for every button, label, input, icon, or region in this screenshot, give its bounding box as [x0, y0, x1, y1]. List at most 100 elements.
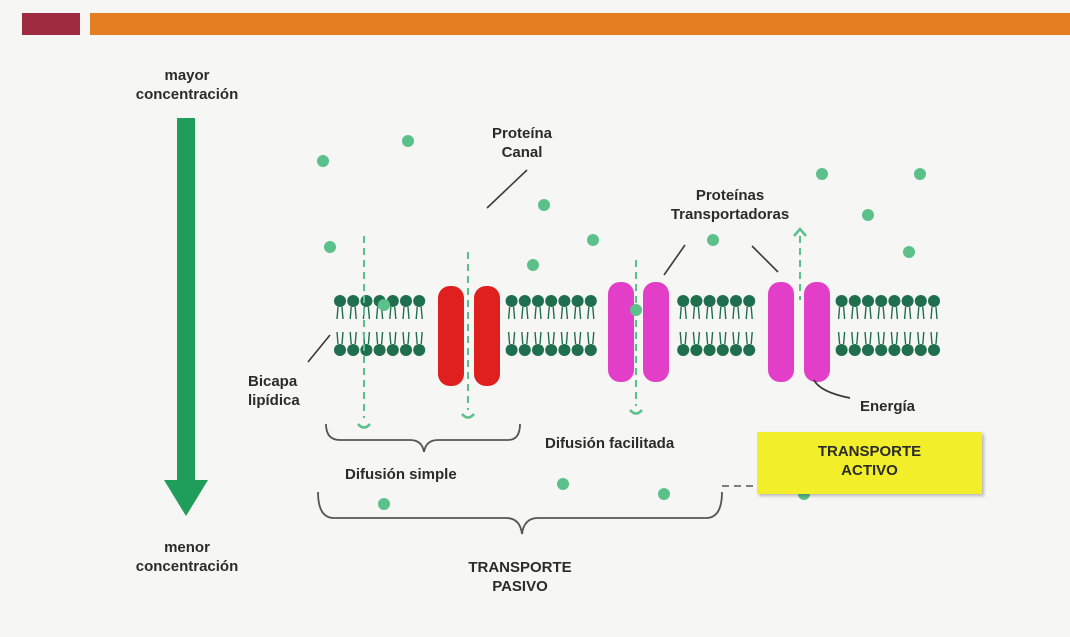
phospholipid-head	[928, 344, 940, 356]
carrier-proteins-line2: Transportadoras	[650, 205, 810, 224]
high-concentration-line2: concentración	[112, 85, 262, 104]
phospholipid-tail	[416, 307, 422, 319]
concentration-gradient-arrow	[164, 118, 208, 516]
phospholipid-head	[849, 344, 861, 356]
phospholipid-head	[743, 344, 755, 356]
high-concentration-label: mayor concentración	[112, 66, 262, 104]
phospholipid-tail	[905, 307, 911, 319]
phospholipid-head	[545, 344, 557, 356]
phospholipid-tail	[839, 332, 845, 344]
phospholipid-head	[849, 295, 861, 307]
phospholipid-tail	[390, 332, 396, 344]
phospholipid-head	[717, 295, 729, 307]
phospholipid-tail	[350, 307, 356, 319]
phospholipid-tail	[720, 307, 726, 319]
phospholipid-tail	[588, 332, 594, 344]
phospholipid-tail	[377, 332, 383, 344]
phospholipid-head	[572, 295, 584, 307]
phospholipid-head	[875, 344, 887, 356]
phospholipid-head	[532, 344, 544, 356]
low-concentration-line2: concentración	[112, 557, 262, 576]
phospholipid-head	[704, 344, 716, 356]
phospholipid-tail	[548, 332, 554, 344]
phospholipid-head	[545, 295, 557, 307]
phospholipid-head	[677, 344, 689, 356]
phospholipid-head	[413, 344, 425, 356]
low-concentration-label: menor concentración	[112, 538, 262, 576]
carrier-protein-facilitated	[608, 282, 669, 382]
phospholipid-tail	[839, 307, 845, 319]
phospholipid-tail	[403, 307, 409, 319]
phospholipid-head	[360, 344, 372, 356]
phospholipid-tail	[575, 332, 581, 344]
phospholipid-tail	[416, 332, 422, 344]
lipid-bilayer-line2: lipídica	[248, 391, 300, 410]
energy-arrow	[814, 380, 850, 398]
phospholipid-tail	[575, 307, 581, 319]
phospholipid-tail	[720, 332, 726, 344]
phospholipid-head	[532, 295, 544, 307]
phospholipid-tail	[852, 332, 858, 344]
phospholipid-head	[862, 344, 874, 356]
energy-label: Energía	[860, 397, 915, 416]
simple-diffusion-brace	[326, 424, 520, 452]
phospholipid-head	[902, 295, 914, 307]
phospholipid-tail	[403, 332, 409, 344]
phospholipid-head	[717, 344, 729, 356]
phospholipid-tail	[746, 307, 752, 319]
phospholipid-head	[374, 344, 386, 356]
phospholipid-tail	[918, 307, 924, 319]
phospholipid-tail	[905, 332, 911, 344]
phospholipid-head	[730, 344, 742, 356]
phospholipid-tail	[693, 332, 699, 344]
phospholipid-tail	[707, 307, 713, 319]
phospholipid-head	[677, 295, 689, 307]
phospholipid-head	[360, 295, 372, 307]
phospholipid-head	[862, 295, 874, 307]
phospholipid-tail	[522, 332, 528, 344]
phospholipid-head	[690, 295, 702, 307]
phospholipid-tail	[733, 332, 739, 344]
phospholipid-head	[915, 344, 927, 356]
phospholipid-head	[888, 295, 900, 307]
phospholipid-tail	[693, 307, 699, 319]
low-concentration-line1: menor	[112, 538, 262, 557]
phospholipid-tail	[707, 332, 713, 344]
channel-protein-line2: Canal	[462, 143, 582, 162]
phospholipid-head	[704, 295, 716, 307]
active-transport-line1: TRANSPORTE	[757, 442, 982, 461]
phospholipid-head	[572, 344, 584, 356]
phospholipid-head	[915, 295, 927, 307]
phospholipid-tail	[878, 307, 884, 319]
phospholipid-tail	[891, 307, 897, 319]
phospholipid-head	[347, 344, 359, 356]
active-transport-line2: ACTIVO	[757, 461, 982, 480]
phospholipid-tail	[390, 307, 396, 319]
phospholipid-head	[558, 344, 570, 356]
phospholipid-head	[730, 295, 742, 307]
phospholipid-tail	[509, 307, 515, 319]
active-transport-label: TRANSPORTE ACTIVO	[757, 442, 982, 480]
phospholipid-head	[928, 295, 940, 307]
phospholipid-head	[585, 344, 597, 356]
phospholipid-tail	[878, 332, 884, 344]
carrier-proteins-line1: Proteínas	[650, 186, 810, 205]
phospholipid-tail	[548, 307, 554, 319]
high-concentration-line1: mayor	[112, 66, 262, 85]
phospholipid-tail	[931, 332, 937, 344]
phospholipid-head	[506, 295, 518, 307]
phospholipid-head	[334, 344, 346, 356]
simple-diffusion-label: Difusión simple	[345, 465, 457, 484]
phospholipid-tail	[733, 307, 739, 319]
phospholipid-head	[506, 344, 518, 356]
phospholipid-head	[387, 344, 399, 356]
phospholipid-tail	[852, 307, 858, 319]
phospholipid-head	[888, 344, 900, 356]
phospholipid-tail	[746, 332, 752, 344]
phospholipid-tail	[561, 307, 567, 319]
phospholipid-tail	[931, 307, 937, 319]
carrier-proteins-label: Proteínas Transportadoras	[650, 186, 810, 224]
phospholipid-tail	[350, 332, 356, 344]
lipid-bilayer-label: Bicapa lipídica	[248, 372, 300, 410]
passive-transport-label: TRANSPORTE PASIVO	[440, 558, 600, 596]
